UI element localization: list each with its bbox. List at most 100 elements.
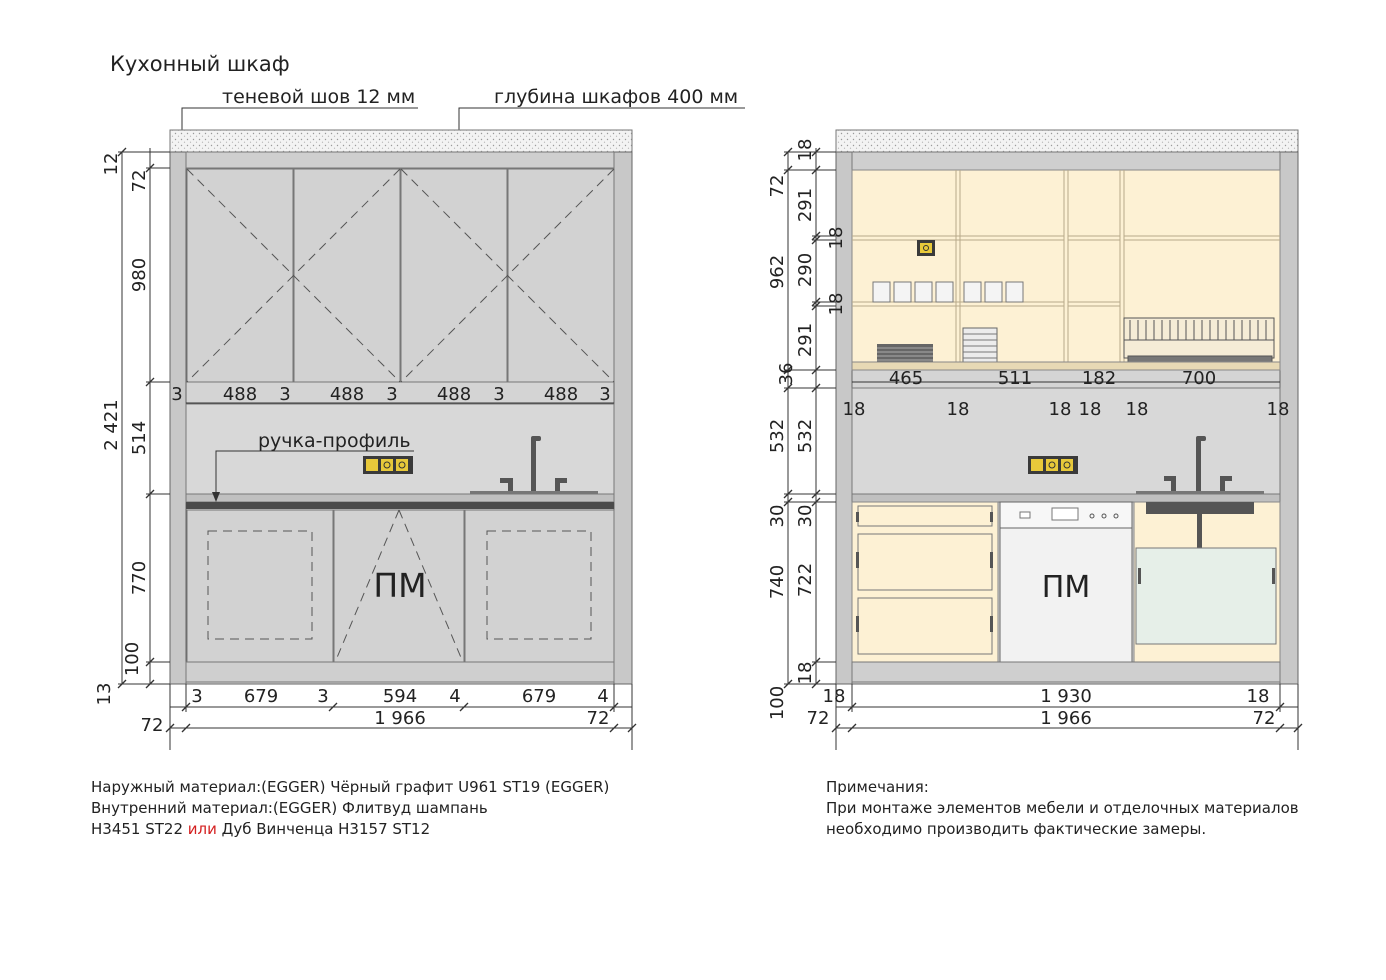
- dim-door-width: 488: [544, 384, 578, 405]
- faucet: [470, 436, 598, 495]
- material-code-a: H3451 ST22: [91, 820, 188, 838]
- dim-770: 770: [129, 561, 150, 595]
- right-side-panel: [613, 151, 633, 685]
- dim-gap: 4: [449, 686, 460, 707]
- dim-side-right: 72: [587, 708, 610, 729]
- socket-block: [1028, 456, 1078, 474]
- left-dimension-lines: [118, 148, 633, 750]
- sink-bin: [1135, 547, 1277, 645]
- upper-door: [186, 168, 294, 383]
- dim-side-18: 18: [1247, 686, 1270, 707]
- dishwasher-label: ПМ: [1042, 570, 1090, 605]
- dim-side-72: 72: [1253, 708, 1276, 729]
- dim-291: 291: [795, 323, 816, 357]
- dim-532: 532: [767, 419, 788, 453]
- lower-door: [464, 509, 615, 663]
- upper-door: [507, 168, 615, 383]
- dim-panel: 18: [1049, 399, 1072, 420]
- dim-panel: 18: [947, 399, 970, 420]
- faucet: [1136, 436, 1264, 495]
- dim-gap: 3: [317, 686, 328, 707]
- handle-profile-label: ручка-профиль: [258, 430, 411, 452]
- sink-drain: [1197, 514, 1202, 548]
- dim-shelf-width: 465: [889, 368, 923, 389]
- dim-panel: 18: [1267, 399, 1290, 420]
- outer-material: Наружный материал:(EGGER) Чёрный графит …: [91, 778, 610, 796]
- dim-2421: 2 421: [101, 399, 122, 451]
- dim-side-18: 18: [823, 686, 846, 707]
- dim-door-width: 488: [330, 384, 364, 405]
- dim-100: 100: [767, 686, 788, 720]
- dim-panel: 18: [1126, 399, 1149, 420]
- top-plinth: [851, 151, 1281, 171]
- dim-18: 18: [795, 662, 816, 685]
- dim-panel: 18: [1079, 399, 1102, 420]
- ceiling-hatch: [835, 129, 1299, 153]
- notes-line-2: необходимо производить фактические замер…: [826, 820, 1207, 838]
- dim-door-width: 488: [223, 384, 257, 405]
- dim-shelf-width: 182: [1082, 368, 1116, 389]
- dim-13: 13: [94, 683, 115, 706]
- dim-18: 18: [826, 293, 847, 316]
- handle-leader: [215, 450, 414, 500]
- dim-290: 290: [795, 253, 816, 287]
- dim-gap: 3: [171, 384, 182, 405]
- dim-shelf-width: 700: [1182, 368, 1216, 389]
- drawer: [857, 505, 993, 527]
- dim-gap: 4: [597, 686, 608, 707]
- dim-532: 532: [795, 419, 816, 453]
- dim-lower-width: 679: [522, 686, 556, 707]
- dim-72: 72: [767, 175, 788, 198]
- dim-30: 30: [767, 505, 788, 528]
- bottom-plinth: [185, 661, 615, 683]
- dim-gap: 3: [386, 384, 397, 405]
- dim-740: 740: [767, 565, 788, 599]
- material-codes: H3451 ST22 или Дуб Винченца H3157 ST12: [91, 819, 609, 840]
- upper-doors: [186, 168, 615, 383]
- dim-980: 980: [129, 258, 150, 292]
- material-or: или: [187, 820, 217, 838]
- materials-notes: Наружный материал:(EGGER) Чёрный графит …: [91, 777, 609, 840]
- handle-profile: [186, 502, 614, 509]
- backsplash: [851, 387, 1281, 495]
- right-elevation: ПМ: [767, 129, 1303, 750]
- ceiling-hatch: [169, 129, 633, 153]
- dim-72: 72: [129, 170, 150, 193]
- backsplash: [185, 403, 615, 495]
- dim-inner-width: 1 930: [1040, 686, 1092, 707]
- dim-291: 291: [795, 188, 816, 222]
- top-plinth: [185, 151, 615, 169]
- dim-30: 30: [795, 505, 816, 528]
- upper-door: [400, 168, 508, 383]
- left-side-panel: [169, 151, 187, 685]
- bottom-plinth: [851, 661, 1281, 683]
- handle-arrow: [212, 492, 220, 502]
- jars: [872, 281, 1024, 303]
- dish-drainer: [1123, 317, 1275, 363]
- dim-18: 18: [826, 227, 847, 250]
- dim-panel: 18: [843, 399, 866, 420]
- dim-12: 12: [101, 153, 122, 176]
- countertop: [851, 493, 1281, 503]
- dim-514: 514: [129, 421, 150, 455]
- dim-total-width: 1 966: [374, 708, 426, 729]
- dim-962: 962: [767, 255, 788, 289]
- dim-gap: 3: [279, 384, 290, 405]
- upper-bottom-shelf: [851, 361, 1281, 371]
- dim-gap: 3: [599, 384, 610, 405]
- dim-side-left: 72: [141, 715, 164, 736]
- drawing-title: Кухонный шкаф: [110, 52, 290, 76]
- left-elevation: ПМ ручка-профиль: [94, 129, 637, 750]
- sink-bowl: [1146, 502, 1254, 514]
- dim-18: 18: [795, 139, 816, 162]
- dim-side-72: 72: [807, 708, 830, 729]
- dim-door-width: 488: [437, 384, 471, 405]
- dim-dishwasher-width: 594: [383, 686, 417, 707]
- drawer: [857, 533, 993, 591]
- shadow-gap-label: теневой шов 12 мм: [222, 86, 415, 108]
- countertop: [185, 493, 615, 503]
- socket-block: [363, 456, 413, 474]
- material-code-b: Дуб Винченца H3157 ST12: [216, 820, 431, 838]
- drawer: [857, 597, 993, 655]
